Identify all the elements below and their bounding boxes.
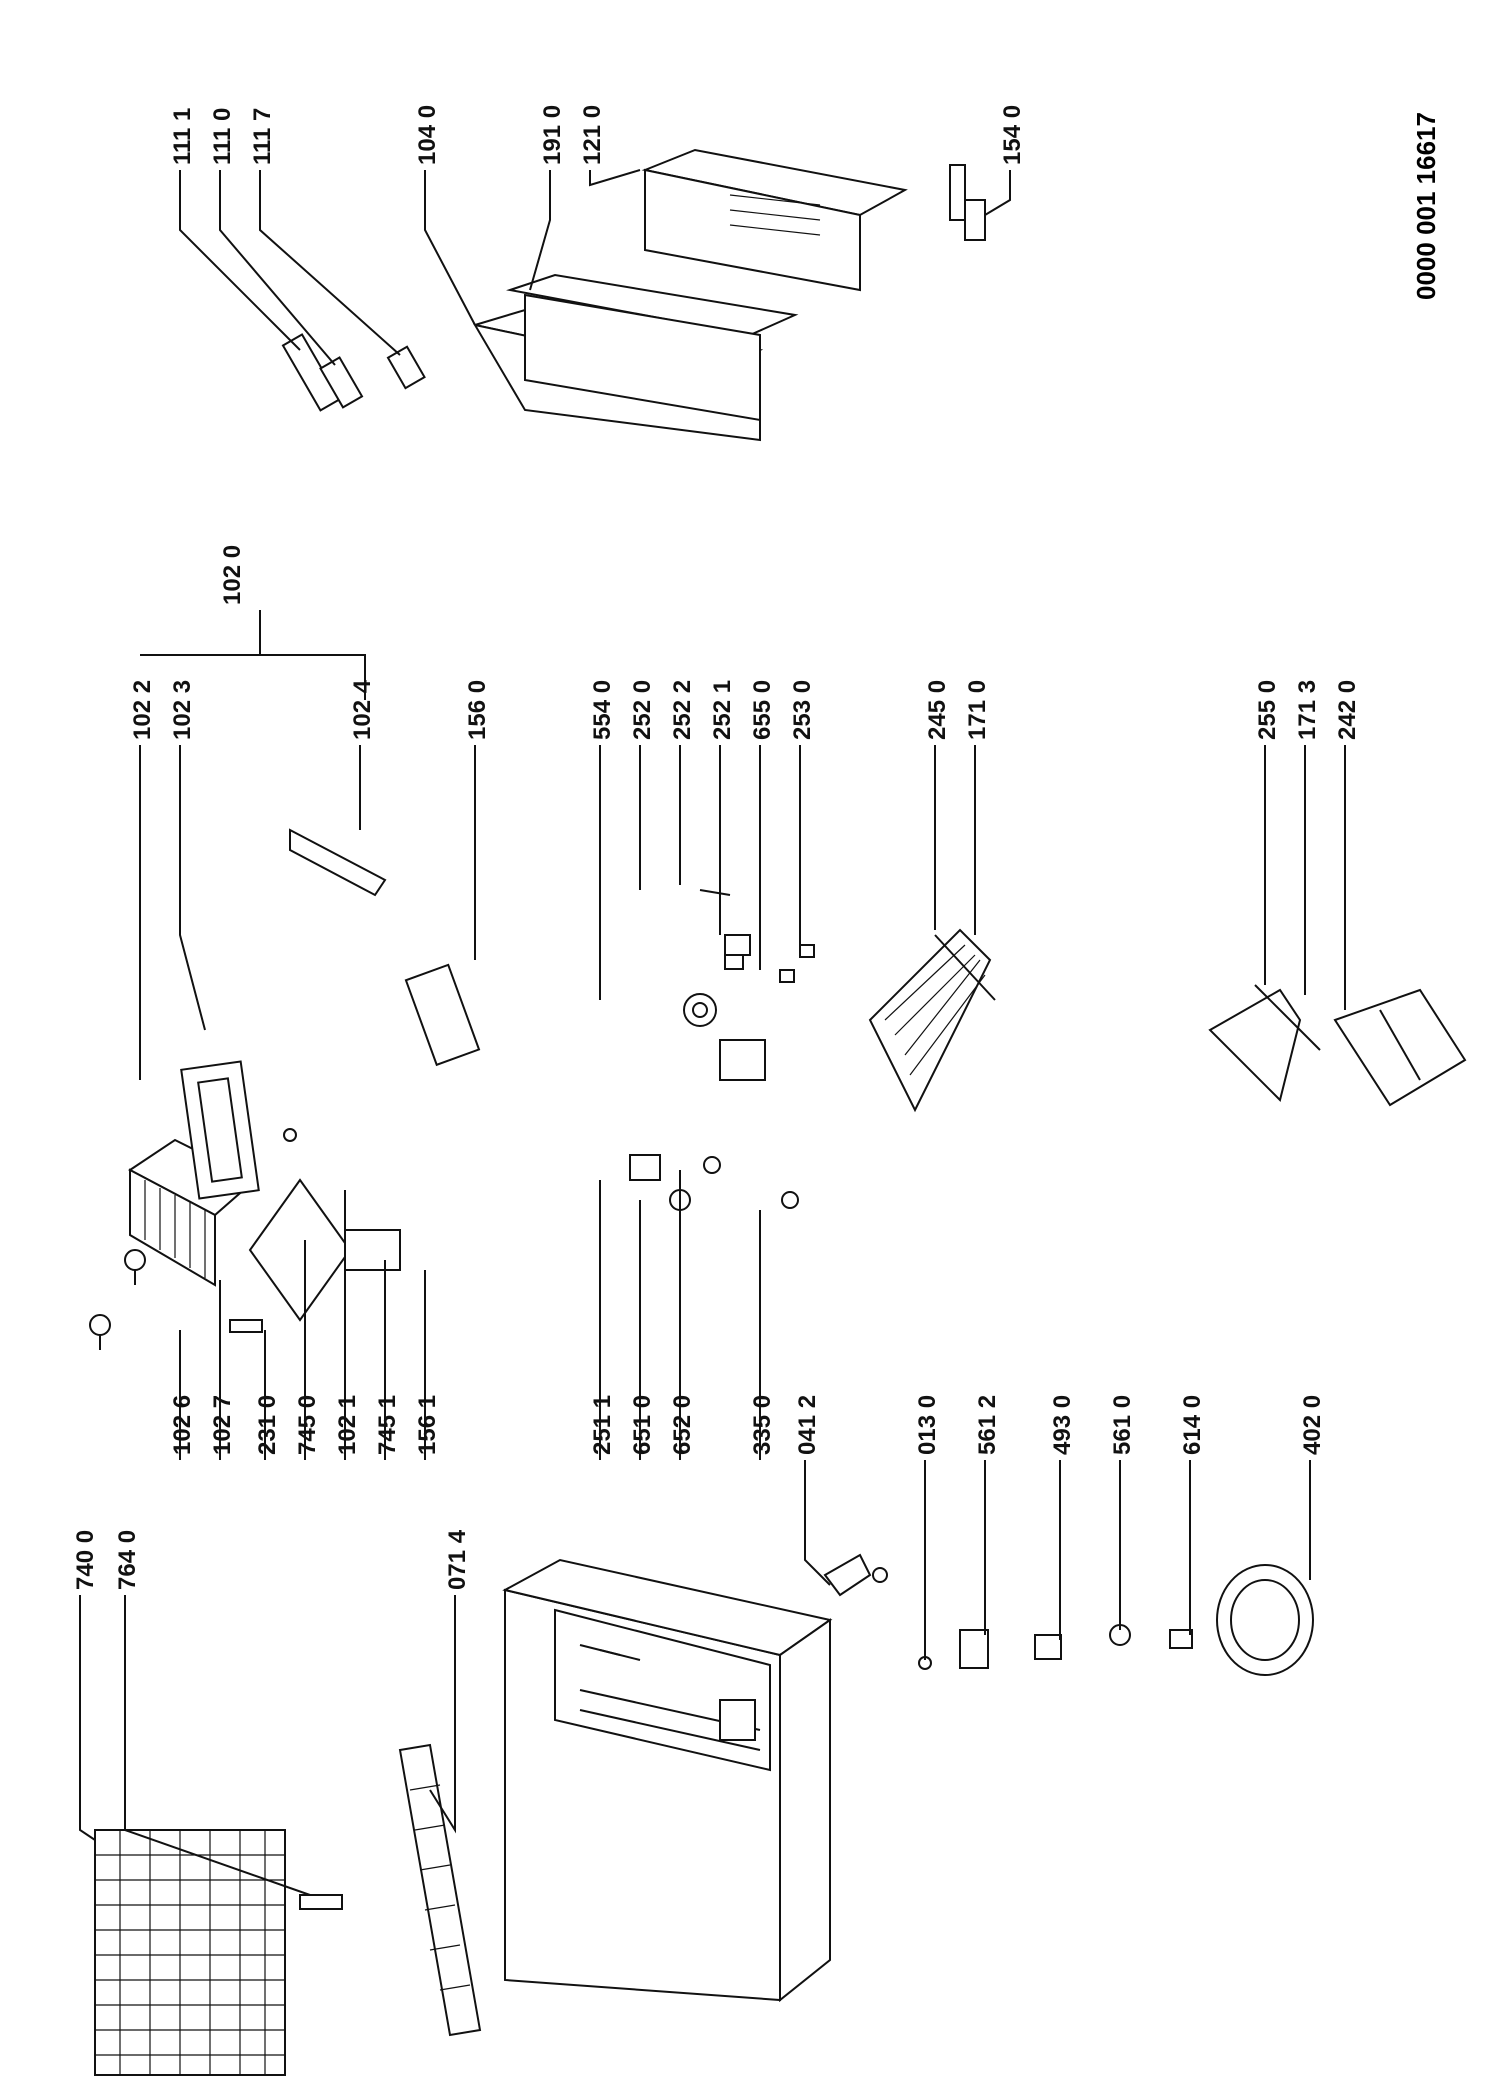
label-231-0: 231 0 — [254, 1395, 281, 1455]
small-part-2522 — [699, 889, 731, 896]
small-part-6520 — [703, 1156, 721, 1174]
label-154-0: 154 0 — [999, 105, 1026, 165]
small-part-6550 — [779, 969, 795, 983]
label-121-0: 121 0 — [579, 105, 606, 165]
bracket-2521 — [724, 934, 751, 956]
label-745-1: 745 1 — [374, 1395, 401, 1455]
label-102-3: 102 3 — [169, 680, 196, 740]
label-242-0: 242 0 — [1334, 680, 1361, 740]
label-655-0: 655 0 — [749, 680, 776, 740]
label-191-0: 191 0 — [539, 105, 566, 165]
label-255-0: 255 0 — [1254, 680, 1281, 740]
label-156-0: 156 0 — [464, 680, 491, 740]
relay-5612 — [959, 1629, 989, 1669]
door-frame-1021 — [180, 1060, 260, 1200]
label-652-0: 652 0 — [669, 1395, 696, 1455]
label-493-0: 493 0 — [1049, 1395, 1076, 1455]
small-part-1022 — [283, 1128, 297, 1142]
label-102-1: 102 1 — [334, 1395, 361, 1455]
compressor-4020 — [1216, 1564, 1314, 1676]
tray-7451 — [248, 1178, 352, 1322]
crisper-cover-2550 — [1208, 988, 1302, 1102]
small-part-2530 — [799, 944, 815, 958]
small-part-1117 — [386, 345, 426, 390]
hinge-0412 — [823, 1553, 888, 1597]
small-part-1027 — [124, 1249, 146, 1285]
label-111-7: 111 7 — [249, 108, 276, 165]
small-part-6140 — [1169, 1629, 1193, 1649]
label-102-4: 102 4 — [349, 679, 376, 740]
label-561-0: 561 0 — [1109, 1395, 1136, 1455]
label-102-2: 102 2 — [129, 680, 156, 740]
label-071-4: 071 4 — [444, 1529, 471, 1590]
glass-shelf-2450 — [868, 928, 992, 1113]
cabinet-part — [398, 1558, 833, 2037]
drier-part — [299, 1894, 343, 1910]
cover-trim-1713 — [1254, 984, 1321, 1051]
tray-1561 — [344, 1229, 401, 1271]
small-part-3350 — [781, 1191, 799, 1209]
label-171-0: 171 0 — [964, 680, 991, 740]
label-740-0: 740 0 — [72, 1530, 99, 1590]
flap-1024 — [289, 828, 387, 897]
label-252-1: 252 1 — [709, 680, 736, 740]
door-gasket-1910 — [506, 273, 799, 422]
label-764-0: 764 0 — [114, 1530, 141, 1590]
label-561-2: 561 2 — [974, 1395, 1001, 1455]
condenser-coil-part — [94, 1829, 286, 2076]
overload-4930 — [1034, 1634, 1062, 1660]
door-handle-1111 — [281, 333, 341, 412]
label-745-0: 745 0 — [294, 1395, 321, 1455]
label-041-2: 041 2 — [794, 1395, 821, 1455]
part-labels: 740 0 764 0 071 4 102 6 102 7 231 0 745 … — [72, 105, 1361, 1590]
label-251-1: 251 1 — [589, 1395, 616, 1455]
small-part-2310 — [229, 1319, 263, 1333]
label-102-0: 102 0 — [219, 545, 246, 605]
shelf-trim-1710 — [934, 934, 996, 1001]
label-102-7: 102 7 — [209, 1395, 236, 1455]
door-handle-cap-1110 — [319, 356, 364, 409]
label-253-0: 253 0 — [789, 680, 816, 740]
label-252-0: 252 0 — [629, 680, 656, 740]
thermostat-assembly — [683, 954, 766, 1081]
label-245-0: 245 0 — [924, 680, 951, 740]
label-614-0: 614 0 — [1179, 1395, 1206, 1455]
door-liner-1210 — [641, 148, 908, 292]
door-shelf-1540 — [949, 164, 986, 241]
label-102-6: 102 6 — [169, 1395, 196, 1455]
bracket-2511 — [629, 1154, 661, 1181]
label-252-2: 252 2 — [669, 680, 696, 740]
label-554-0: 554 0 — [589, 680, 616, 740]
label-651-0: 651 0 — [629, 1395, 656, 1455]
label-171-3: 171 3 — [1294, 680, 1321, 740]
label-104-0: 104 0 — [414, 105, 441, 165]
document-id: 0000 001 16617 — [1411, 112, 1441, 300]
label-335-0: 335 0 — [749, 1395, 776, 1455]
shelf-rack-1560 — [404, 963, 481, 1067]
label-111-1: 111 1 — [169, 108, 196, 165]
small-part-1026 — [89, 1314, 111, 1350]
crisper-drawer-2420 — [1333, 988, 1467, 1107]
label-111-0: 111 0 — [209, 108, 236, 165]
label-013-0: 013 0 — [914, 1395, 941, 1455]
leader-lines — [79, 169, 1346, 1896]
label-156-1: 156 1 — [414, 1395, 441, 1455]
label-402-0: 402 0 — [1299, 1395, 1326, 1455]
